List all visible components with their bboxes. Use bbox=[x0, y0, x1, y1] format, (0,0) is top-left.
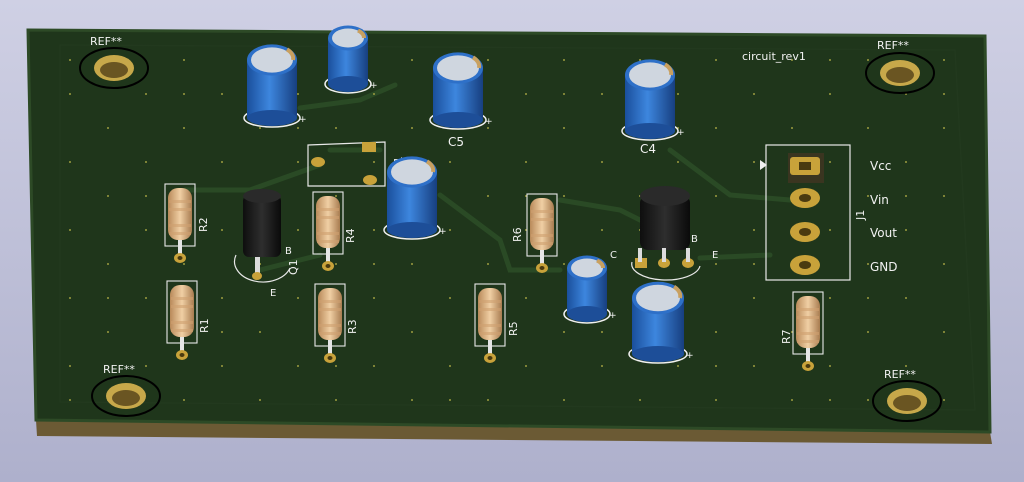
capacitor-c4-label: C4 bbox=[640, 142, 656, 156]
connector-label: J1 bbox=[854, 210, 867, 221]
mounting-hole: REF** bbox=[872, 368, 942, 422]
q2-pin-b: B bbox=[691, 234, 698, 245]
electrolytic-capacitor: + bbox=[429, 52, 493, 130]
mounting-hole: REF** bbox=[865, 39, 935, 94]
q2-pin-e: E bbox=[712, 250, 718, 261]
transistor-q2: C B E bbox=[610, 186, 718, 281]
mounting-hole-label: REF** bbox=[884, 368, 916, 381]
mounting-hole-label: REF** bbox=[103, 363, 135, 376]
electrolytic-capacitor: + bbox=[621, 59, 685, 141]
electrolytic-capacitor: + bbox=[243, 44, 307, 128]
board-title: circuit_rev1 bbox=[742, 50, 806, 63]
electrolytic-capacitor: + bbox=[628, 281, 694, 364]
pin-label-gnd: GND bbox=[870, 260, 898, 274]
resistor-r5: R5 bbox=[474, 283, 520, 363]
electrolytic-capacitor: + bbox=[383, 156, 447, 240]
pin-label-vcc: Vcc bbox=[870, 159, 891, 173]
pcb-board bbox=[28, 30, 990, 432]
svg-text:+: + bbox=[299, 115, 307, 125]
resistor-r7: R7 bbox=[780, 291, 824, 371]
resistor-label: R1 bbox=[198, 318, 211, 333]
electrolytic-capacitor: + bbox=[324, 25, 378, 94]
resistor-label: R6 bbox=[511, 227, 524, 242]
electrolytic-capacitor: + bbox=[563, 255, 617, 324]
mounting-hole: REF** bbox=[91, 363, 161, 417]
q1-label: Q1 bbox=[287, 259, 300, 275]
mounting-hole-label: REF** bbox=[90, 35, 122, 48]
q2-pin-c: C bbox=[610, 250, 617, 261]
mounting-hole: REF** bbox=[79, 35, 149, 89]
capacitor-c5-label: C5 bbox=[448, 135, 464, 149]
resistor-r2: R2 bbox=[164, 183, 210, 263]
svg-text:+: + bbox=[370, 81, 378, 91]
svg-text:+: + bbox=[609, 311, 617, 321]
svg-text:+: + bbox=[439, 227, 447, 237]
pin-label-vin: Vin bbox=[870, 193, 889, 207]
resistor-r4: R4 bbox=[312, 191, 357, 271]
mounting-hole-label: REF** bbox=[877, 39, 909, 52]
resistor-r1: R1 bbox=[166, 280, 211, 360]
copper-traces bbox=[182, 82, 793, 273]
resistor-label: R3 bbox=[346, 319, 359, 334]
resistor-label: R2 bbox=[197, 217, 210, 232]
svg-text:+: + bbox=[677, 128, 685, 138]
connector-j1: J1 Vcc Vin Vout GND bbox=[760, 144, 898, 281]
board-edge bbox=[36, 420, 992, 444]
svg-text:+: + bbox=[485, 117, 493, 127]
svg-text:+: + bbox=[686, 351, 694, 361]
resistor-label: R5 bbox=[507, 321, 520, 336]
pin-label-vout: Vout bbox=[870, 226, 897, 240]
resistor-r3: R3 bbox=[314, 283, 359, 363]
q1-pin-e: E bbox=[270, 288, 276, 299]
resistor-label: R7 bbox=[780, 329, 793, 344]
resistor-r6: R6 bbox=[511, 193, 558, 273]
q1-pin-b: B bbox=[285, 246, 292, 257]
transistor-q1: B E Q1 bbox=[233, 189, 300, 299]
resistor-label: R4 bbox=[344, 228, 357, 243]
